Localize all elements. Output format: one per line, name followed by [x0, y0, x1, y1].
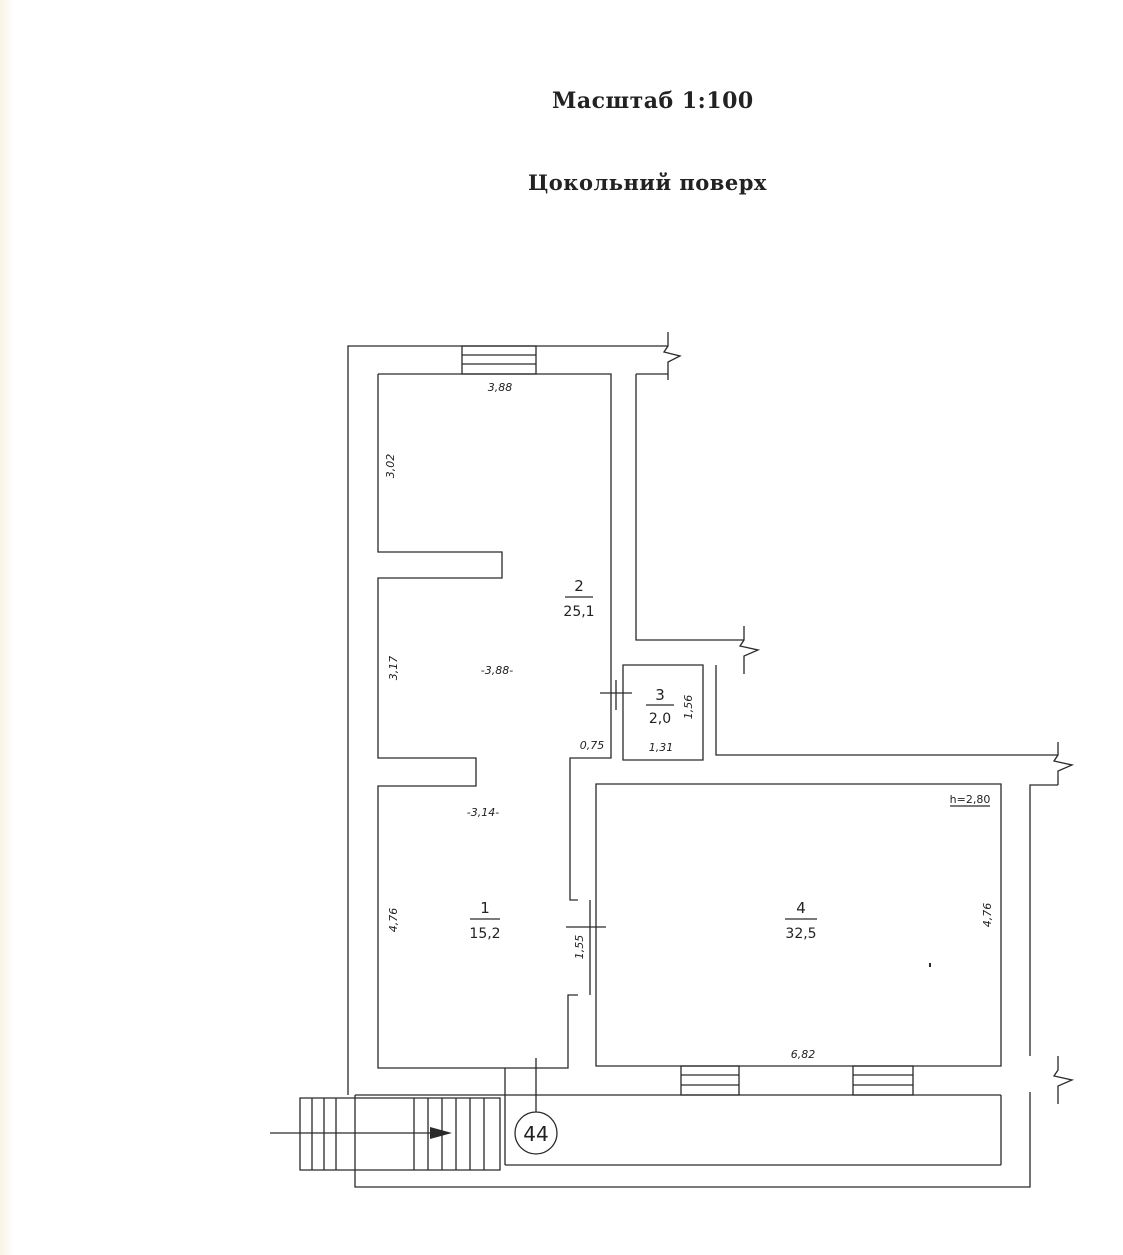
- window-bottom-right: [853, 1066, 913, 1095]
- dim-door-width: 0,75: [580, 739, 605, 752]
- room3-walls: [623, 665, 703, 760]
- room4-number: 4: [796, 899, 806, 917]
- room3-exterior: [716, 665, 1058, 755]
- break-mark-right-bottom: [1054, 1056, 1072, 1104]
- break-mark-right-top: [1054, 742, 1072, 785]
- outer-wall-bottom: [355, 1092, 1030, 1187]
- ceiling-height: h=2,80: [950, 793, 991, 806]
- room1-number: 1: [480, 899, 490, 917]
- walls: [270, 332, 1072, 1187]
- dim-room1-left: 4,76: [387, 908, 400, 933]
- dim-room4-right: 4,76: [981, 903, 994, 928]
- room1-area: 15,2: [469, 926, 500, 942]
- dim-room3-width: 1,31: [649, 741, 674, 754]
- axis-circle: [515, 1112, 557, 1154]
- room2-area: 25,1: [563, 604, 594, 620]
- dim-room2-left-lower: 3,17: [387, 656, 400, 681]
- entrance-arrow-head: [430, 1127, 452, 1139]
- dim-room1-width: -3,14-: [467, 806, 499, 819]
- dim-passage-height: 1,55: [573, 935, 586, 960]
- scan-edge: [0, 0, 14, 1255]
- axis-marker-label: 44: [523, 1122, 548, 1146]
- dim-room2-left-upper: 3,02: [384, 454, 397, 479]
- break-mark-top: [664, 332, 680, 380]
- dim-room2-mid: -3,88-: [481, 664, 513, 677]
- window-bottom-left: [681, 1066, 739, 1095]
- dim-room2-top: 3,88: [488, 381, 513, 394]
- room3-area: 2,0: [649, 711, 671, 727]
- outer-wall: [348, 346, 668, 1095]
- room2-left-wall: [378, 374, 578, 1068]
- window-top: [462, 346, 536, 374]
- scale-title: Масштаб 1:100: [552, 88, 754, 114]
- room4-area: 32,5: [785, 926, 816, 942]
- room3-number: 3: [655, 686, 665, 704]
- room2-exterior: [636, 374, 744, 640]
- room4-exterior: [1030, 785, 1058, 1056]
- room2-walls: [378, 374, 611, 900]
- room4-walls: [596, 784, 1001, 1066]
- floor-title: Цокольний поверх: [528, 170, 767, 195]
- room2-number: 2: [574, 577, 584, 595]
- break-mark-middle: [740, 626, 758, 674]
- entrance-steps: [300, 1098, 500, 1170]
- dim-room3-height: 1,56: [682, 695, 695, 720]
- dim-room4-bottom: 6,82: [791, 1048, 816, 1061]
- speck: [929, 963, 931, 967]
